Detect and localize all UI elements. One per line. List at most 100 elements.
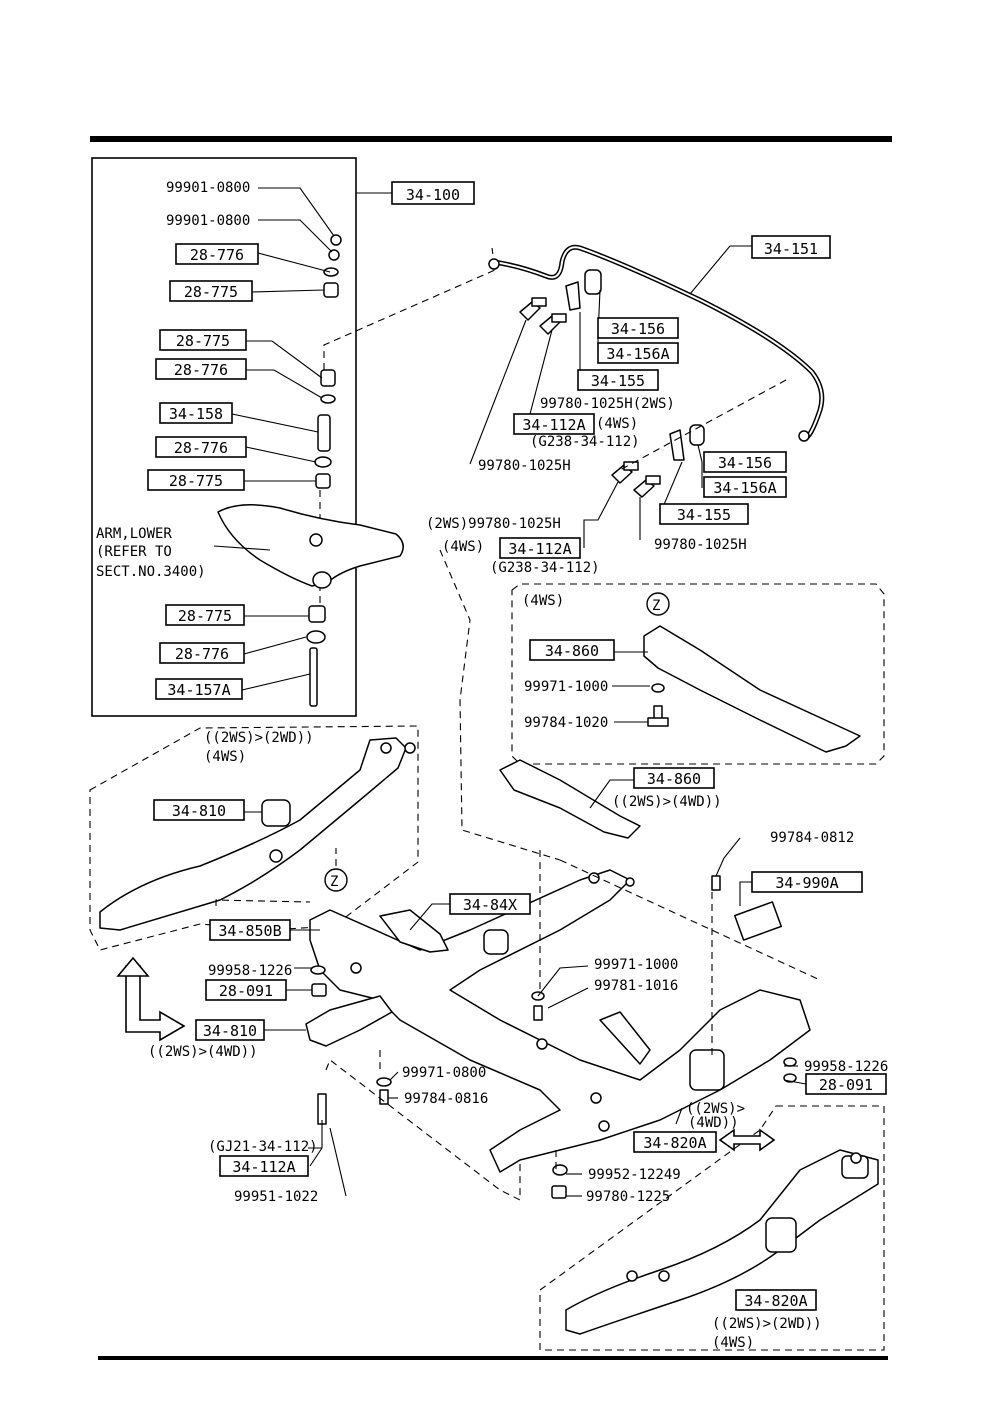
group-2wd-4ws-box — [89, 725, 419, 951]
group-4ws-box — [511, 583, 885, 765]
label-text: 28-775 — [169, 472, 223, 490]
lower-arm — [217, 504, 404, 587]
label-text: (GJ21-34-112) — [208, 1139, 318, 1155]
label-28-091-b: 28-091 — [805, 1073, 887, 1095]
label-text: (G238-34-112) — [530, 434, 640, 450]
label-box — [735, 1289, 817, 1311]
label-text: 34-157A — [167, 681, 230, 699]
upper-mount-stack — [306, 234, 342, 707]
label-99952-12249: 99952-12249 — [588, 1167, 681, 1183]
label-text: 34-810 — [172, 802, 226, 820]
label-z-a: Z — [652, 598, 660, 614]
label-text: 99781-1016 — [594, 978, 678, 994]
label-2ws4wd-a: ((2WS)>(4WD)) — [612, 794, 722, 810]
label-text: 34-155 — [677, 506, 731, 524]
label-4wd-c: (4WD)) — [688, 1115, 739, 1131]
label-34-156-b: 34-156 — [703, 451, 787, 473]
label-text: (4WS) — [596, 416, 638, 432]
label-text: 99780-1225 — [586, 1189, 670, 1205]
label-34-155-b: 34-155 — [659, 503, 749, 525]
label-4ws-b: (4WS) — [442, 539, 484, 555]
label-34-156A-b: 34-156A — [703, 476, 787, 498]
label-box — [159, 402, 233, 424]
label-28-776-c: 28-776 — [155, 436, 247, 458]
label-box — [147, 469, 245, 491]
label-text: 34-850B — [218, 922, 281, 940]
label-text: ((2WS)>(4WD)) — [612, 794, 722, 810]
label-99971-1000-a: 99971-1000 — [524, 679, 608, 695]
label-text: 28-091 — [219, 982, 273, 1000]
label-text: SECT.NO.3400) — [96, 564, 206, 580]
label-text: (4WS) — [204, 749, 246, 765]
label-box — [499, 537, 581, 559]
label-text: 34-112A — [522, 416, 585, 434]
label-arm-3: SECT.NO.3400) — [96, 564, 206, 580]
label-text: 99784-0816 — [404, 1091, 488, 1107]
label-text: 99971-0800 — [402, 1065, 486, 1081]
label-99784-0812: 99784-0812 — [770, 830, 854, 846]
label-34-990A: 34-990A — [751, 871, 863, 893]
label-34-850B: 34-850B — [209, 919, 291, 941]
label-text: 99901-0800 — [166, 180, 250, 196]
label-34-157A: 34-157A — [155, 678, 243, 700]
label-text: 28-775 — [178, 607, 232, 625]
label-text: 28-775 — [184, 283, 238, 301]
label-34-84X: 34-84X — [449, 893, 531, 915]
label-text: ARM,LOWER — [96, 526, 172, 542]
label-text: (G238-34-112) — [490, 560, 600, 576]
crossmember-34-860-4ws — [643, 625, 861, 753]
label-99901-0800-a: 99901-0800 — [166, 180, 250, 196]
label-text: 28-775 — [176, 332, 230, 350]
label-text: 34-156 — [718, 454, 772, 472]
label-box — [529, 639, 615, 661]
group-box-34-100 — [91, 157, 357, 717]
label-text: ((2WS)>(2WD)) — [712, 1316, 822, 1332]
label-box — [205, 979, 287, 1001]
label-text: 34-84X — [463, 896, 517, 914]
label-box — [209, 919, 291, 941]
label-box — [159, 642, 245, 664]
label-99958-1226-b: 99958-1226 — [804, 1059, 888, 1075]
label-34-810-a: 34-810 — [153, 799, 245, 821]
label-box — [175, 243, 259, 265]
label-99781-1016: 99781-1016 — [594, 978, 678, 994]
label-text: 99951-1022 — [234, 1189, 318, 1205]
label-34-112A-b: 34-112A — [499, 537, 581, 559]
label-box — [703, 476, 787, 498]
label-box — [169, 280, 253, 302]
label-99780-1025H-b: 99780-1025H — [654, 537, 747, 553]
label-34-100: 34-100 — [391, 181, 475, 205]
label-28-776-b: 28-776 — [155, 358, 247, 380]
label-99784-0816: 99784-0816 — [404, 1091, 488, 1107]
label-box — [597, 342, 679, 364]
label-28-775-c: 28-775 — [147, 469, 245, 491]
label-2ws-99780: (2WS)99780-1025H — [426, 516, 561, 532]
hardware-cluster — [310, 875, 797, 1199]
label-z-b: Z — [330, 874, 338, 890]
label-99971-0800: 99971-0800 — [402, 1065, 486, 1081]
label-34-151: 34-151 — [751, 235, 831, 259]
label-box — [155, 436, 247, 458]
label-box — [597, 317, 679, 339]
label-34-156-a: 34-156 — [597, 317, 679, 339]
label-box — [219, 1155, 309, 1177]
label-text: ((2WS)> — [686, 1101, 745, 1117]
label-99971-1000-b: 99971-1000 — [594, 957, 678, 973]
label-arm-1: ARM,LOWER — [96, 526, 172, 542]
label-text: 28-776 — [174, 361, 228, 379]
label-28-091-a: 28-091 — [205, 979, 287, 1001]
label-text: 99780-1025H — [654, 537, 747, 553]
label-box — [751, 871, 863, 893]
label-99780-1025H-a: 99780-1025H — [478, 458, 571, 474]
label-g238-b: (G238-34-112) — [490, 560, 600, 576]
label-text: 34-820A — [643, 1134, 706, 1152]
label-4ws-d: (4WS) — [204, 749, 246, 765]
subframe-member-34-810-upper — [99, 737, 407, 931]
label-2ws2wd-b: ((2WS)>(2WD)) — [712, 1316, 822, 1332]
label-box — [159, 329, 247, 351]
label-text: Z — [652, 598, 660, 614]
label-box — [577, 369, 659, 391]
label-text: (4WD)) — [688, 1115, 739, 1131]
